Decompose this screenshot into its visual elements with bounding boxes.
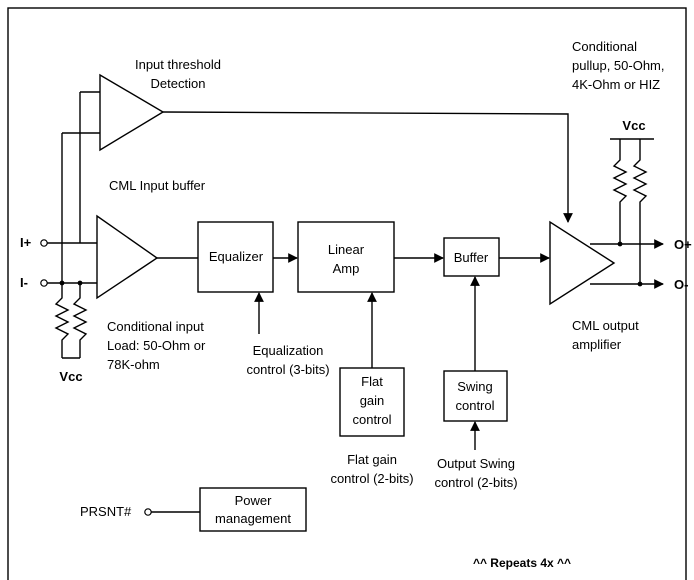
input-load-label-1: Conditional input [107,319,204,334]
input-load-resistor-2 [72,283,88,358]
vcc-top-label: Vcc [622,118,645,133]
diagram-border [7,7,687,580]
swing-box-label-2: control [455,398,494,413]
cml-input-buffer-label: CML Input buffer [109,178,206,193]
linear-amp-label-2: Amp [333,261,360,276]
prsnt-pin [144,508,152,516]
linear-amp-block [297,221,395,293]
swing-control-block [443,370,508,422]
equalizer-block [197,221,274,293]
power-label-1: Power [235,493,273,508]
flat-gain-caption-2: control (2-bits) [330,471,413,486]
input-load-label-3: 78K-ohm [107,357,160,372]
swing-caption-1: Output Swing [437,456,515,471]
buffer-label: Buffer [454,250,489,265]
input-plus-pin [40,239,48,247]
input-load-resistor-1 [54,283,70,358]
threshold-label-1: Input threshold [135,57,221,72]
swing-box-label-1: Swing [457,379,492,394]
buffer-block [443,237,500,277]
linear-amp-label-1: Linear [328,242,365,257]
vcc-bottom-label: Vcc [59,369,82,384]
cml-output-label-1: CML output [572,318,639,333]
eq-control-label-1: Equalization [253,343,324,358]
pullup-label-1: Conditional [572,39,637,54]
output-plus-label: O+ [674,237,692,252]
swing-caption-2: control (2-bits) [434,475,517,490]
input-plus-label: I+ [20,235,32,250]
power-management-block [199,487,307,532]
input-load-label-2: Load: 50-Ohm or [107,338,206,353]
cml-input-buffer [96,214,159,300]
pullup-resistor-plus [612,139,628,244]
threshold-detector [99,73,165,152]
flat-gain-box-label-2: gain [360,393,385,408]
flat-gain-box-label-1: Flat [361,374,383,389]
input-minus-label: I- [20,275,28,290]
pullup-label-2: pullup, 50-Ohm, [572,58,665,73]
eq-control-label-2: control (3-bits) [246,362,329,377]
input-minus-pin [40,279,48,287]
output-minus-label: O- [674,277,688,292]
repeats-note: ^^ Repeats 4x ^^ [473,556,571,570]
pullup-label-3: 4K-Ohm or HIZ [572,77,660,92]
power-label-2: management [215,511,291,526]
threshold-to-output-wire [162,111,573,223]
pullup-resistor-minus [632,139,648,284]
threshold-label-2: Detection [151,76,206,91]
flat-gain-box-label-3: control [352,412,391,427]
cml-output-amplifier [549,220,616,306]
flat-gain-block [339,367,405,437]
prsnt-label: PRSNT# [80,504,132,519]
cml-output-label-2: amplifier [572,337,622,352]
equalizer-label: Equalizer [209,249,264,264]
flat-gain-caption-1: Flat gain [347,452,397,467]
